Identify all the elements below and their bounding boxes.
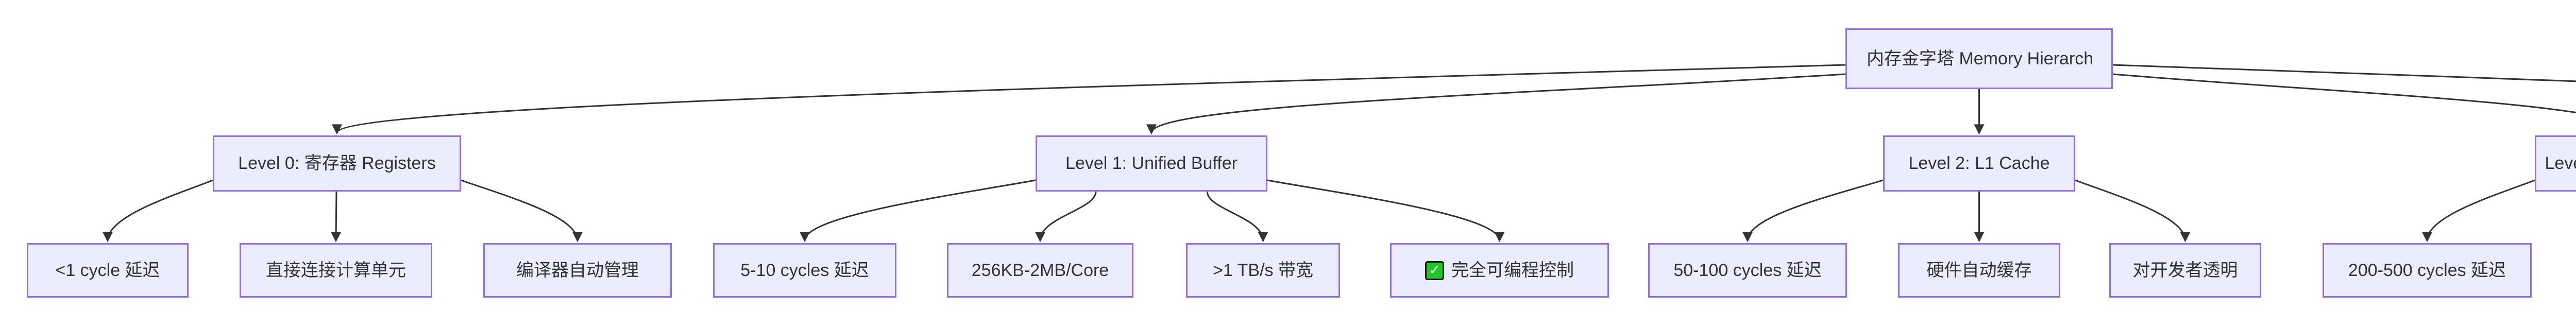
- child-node-2-0-label: 50-100 cycles 延迟: [1673, 260, 1822, 280]
- child-node-0-1: 直接连接计算单元: [240, 243, 432, 298]
- child-node-0-2: 编译器自动管理: [483, 243, 672, 298]
- child-node-2-2: 对开发者透明: [2109, 243, 2261, 298]
- level-node-2: Level 2: L1 Cache: [1883, 135, 2075, 192]
- edge: [1267, 179, 1505, 243]
- edge: [2422, 179, 2535, 243]
- child-node-1-3: ✓ 完全可编程控制: [1390, 243, 1609, 298]
- edge: [103, 179, 213, 243]
- check-emoji-icon: ✓: [1425, 261, 1444, 280]
- child-node-0-0: <1 cycle 延迟: [27, 243, 189, 298]
- edge: [2112, 64, 2576, 82]
- edge: [461, 179, 583, 243]
- edge: [332, 64, 1846, 135]
- child-node-1-1: 256KB-2MB/Core: [947, 243, 1133, 298]
- child-node-3-0-label: 200-500 cycles 延迟: [2348, 260, 2506, 280]
- level-node-3-label: Level 3: Global Memory: [2545, 153, 2576, 174]
- edge: [800, 179, 1036, 243]
- edge: [1206, 191, 1268, 243]
- child-node-1-2: >1 TB/s 带宽: [1186, 243, 1340, 298]
- child-node-1-1-label: 256KB-2MB/Core: [971, 260, 1109, 280]
- edge: [1035, 191, 1097, 243]
- edge: [1146, 73, 1846, 135]
- child-node-0-2-label: 编译器自动管理: [516, 260, 639, 280]
- level-node-0: Level 0: 寄存器 Registers: [213, 135, 461, 192]
- root-node-label: 内存金字塔 Memory Hierarch: [1867, 48, 2094, 68]
- level-node-1-label: Level 1: Unified Buffer: [1065, 153, 1238, 174]
- level-node-0-label: Level 0: 寄存器 Registers: [238, 153, 436, 174]
- edge: [1742, 179, 1884, 243]
- level-node-3: Level 3: Global Memory: [2535, 135, 2576, 192]
- child-node-2-1-label: 硬件自动缓存: [1926, 260, 2032, 280]
- edge: [2112, 73, 2576, 113]
- child-node-1-0: 5-10 cycles 延迟: [713, 243, 896, 298]
- child-node-3-0: 200-500 cycles 延迟: [2323, 243, 2532, 298]
- child-node-0-0-label: <1 cycle 延迟: [55, 260, 160, 280]
- child-node-0-1-label: 直接连接计算单元: [266, 260, 406, 280]
- root-node: 内存金字塔 Memory Hierarch: [1845, 28, 2113, 89]
- level-node-1: Level 1: Unified Buffer: [1036, 135, 1267, 192]
- edge: [2075, 179, 2191, 243]
- child-node-1-0-label: 5-10 cycles 延迟: [740, 260, 869, 280]
- child-node-2-1: 硬件自动缓存: [1898, 243, 2060, 298]
- child-node-2-0: 50-100 cycles 延迟: [1648, 243, 1847, 298]
- child-node-2-2-label: 对开发者透明: [2132, 260, 2238, 280]
- child-node-1-2-label: >1 TB/s 带宽: [1213, 260, 1313, 280]
- child-node-1-3-label: 完全可编程控制: [1451, 260, 1574, 280]
- level-node-2-label: Level 2: L1 Cache: [1908, 153, 2050, 174]
